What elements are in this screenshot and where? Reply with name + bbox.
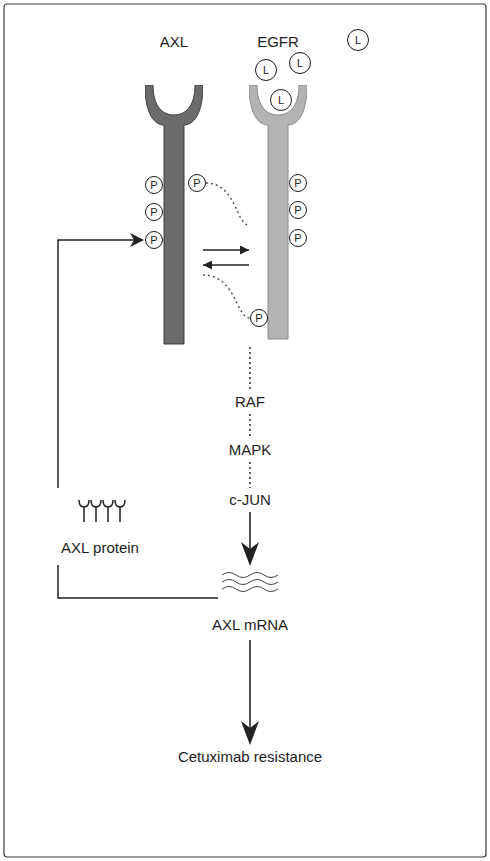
feedback-line [58,565,218,598]
arrow-head [130,233,144,247]
arrow-connector [203,249,249,250]
phospho-circle: P [289,174,307,192]
pathway-label: AXL mRNA [212,616,288,634]
circle-letter: P [294,178,301,189]
solid-arrow [249,512,251,550]
circle-letter: P [255,313,262,324]
circle-letter: L [355,35,361,46]
protein-icon [79,500,125,522]
circle-letter: P [193,178,200,189]
ligand-circle: L [347,29,369,51]
mrna-wave [222,573,278,578]
pathway-label: Cetuximab resistance [178,748,322,766]
mrna-wave [222,580,278,585]
ligand-circle: L [289,52,311,74]
receptor-label: AXL [160,33,188,51]
frame [4,4,486,857]
dotted-link [249,462,251,488]
pathway-label: c-JUN [229,491,271,509]
dotted-connector [206,183,249,225]
pathway-label: AXL protein [61,539,139,557]
circle-letter: L [278,95,284,106]
circle-letter: P [150,235,157,246]
solid-arrow [249,640,251,728]
dotted-link [249,414,251,437]
receptor-label: EGFR [257,33,299,51]
arrow-head [241,721,259,745]
phospho-circle: P [145,203,163,221]
pathway-label: RAF [235,393,265,411]
arrow-connector [203,264,249,265]
circle-letter: P [294,233,301,244]
feedback-line [58,240,136,488]
phospho-circle: P [250,309,268,327]
circle-letter: P [294,205,301,216]
phospho-circle: P [145,176,163,194]
circle-letter: L [263,65,269,76]
ligand-circle: L [255,59,277,81]
arrow-head [241,542,259,566]
circle-letter: P [150,180,157,191]
ligand-circle: L [270,89,292,111]
phospho-circle: P [289,201,307,219]
phospho-circle: P [145,231,163,249]
mrna-wave [222,587,278,592]
pathway-label: MAPK [229,441,272,459]
circle-letter: L [297,58,303,69]
dotted-connector [203,275,250,318]
phospho-circle: P [289,229,307,247]
dotted-link [249,347,251,389]
phospho-circle: P [188,174,206,192]
circle-letter: P [150,207,157,218]
